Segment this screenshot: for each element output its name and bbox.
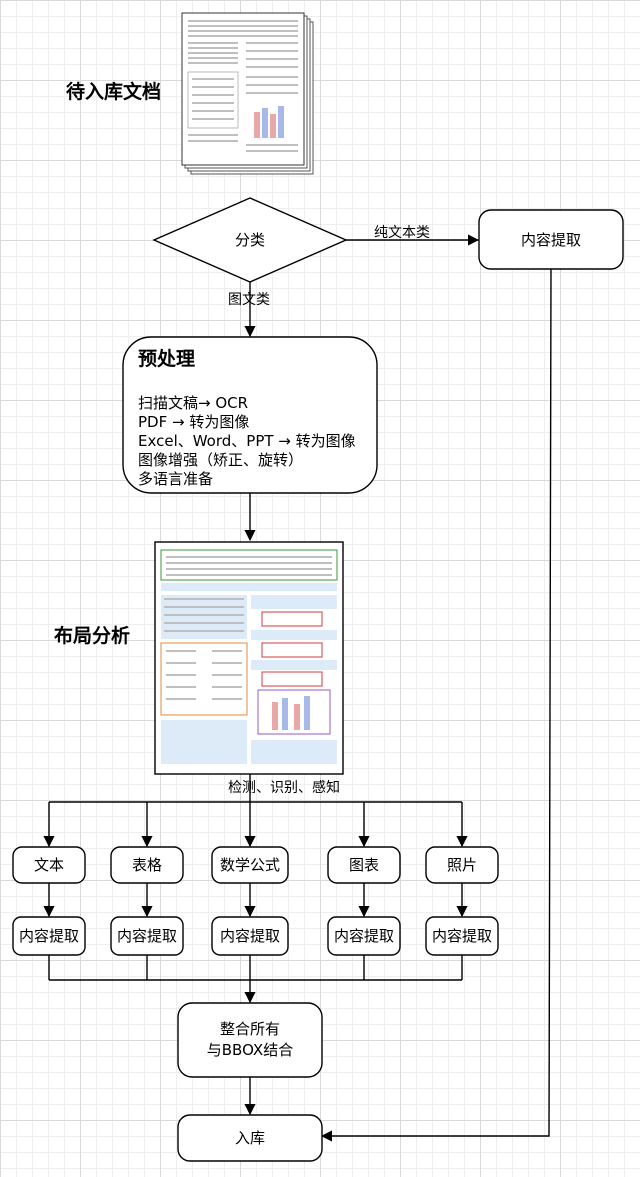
preprocess-line-4: 图像增强（矫正、旋转） [138, 451, 303, 469]
stacked-document-thumbnail-icon [181, 12, 314, 175]
merge-line-2: 与BBOX结合 [207, 1041, 293, 1059]
category-photo-label: 照片 [447, 856, 477, 874]
category-chart-label: 图表 [349, 856, 379, 874]
storage-label: 入库 [235, 1129, 265, 1147]
layout-analysis-label: 布局分析 [54, 624, 130, 647]
merge-box [177, 1002, 323, 1078]
pending-docs-label: 待入库文档 [66, 80, 161, 103]
preprocess-title: 预处理 [138, 347, 195, 370]
detect-label: 检测、识别、感知 [228, 779, 340, 796]
extract-photo-label: 内容提取 [432, 927, 492, 945]
extract-chart-label: 内容提取 [334, 927, 394, 945]
edge-right-to-storage [320, 268, 552, 1142]
extract-table-label: 内容提取 [117, 927, 177, 945]
category-table-label: 表格 [132, 856, 162, 874]
text-image-label: 图文类 [228, 292, 270, 308]
preprocess-line-3: Excel、Word、PPT → 转为图像 [138, 432, 356, 450]
layout-annotated-page-thumbnail-icon [154, 541, 344, 775]
category-formula-label: 数学公式 [220, 856, 280, 874]
preprocess-line-2: PDF → 转为图像 [138, 413, 249, 431]
plain-text-label: 纯文本类 [374, 225, 430, 241]
merge-line-1: 整合所有 [220, 1020, 280, 1038]
preprocess-line-1: 扫描文稿→ OCR [138, 394, 248, 412]
preprocess-line-5: 多语言准备 [138, 470, 213, 488]
classify-label: 分类 [235, 231, 265, 249]
extract-formula-label: 内容提取 [220, 927, 280, 945]
extract-text-label: 内容提取 [19, 927, 79, 945]
category-text-label: 文本 [34, 856, 64, 874]
right-extract-label: 内容提取 [521, 231, 581, 249]
